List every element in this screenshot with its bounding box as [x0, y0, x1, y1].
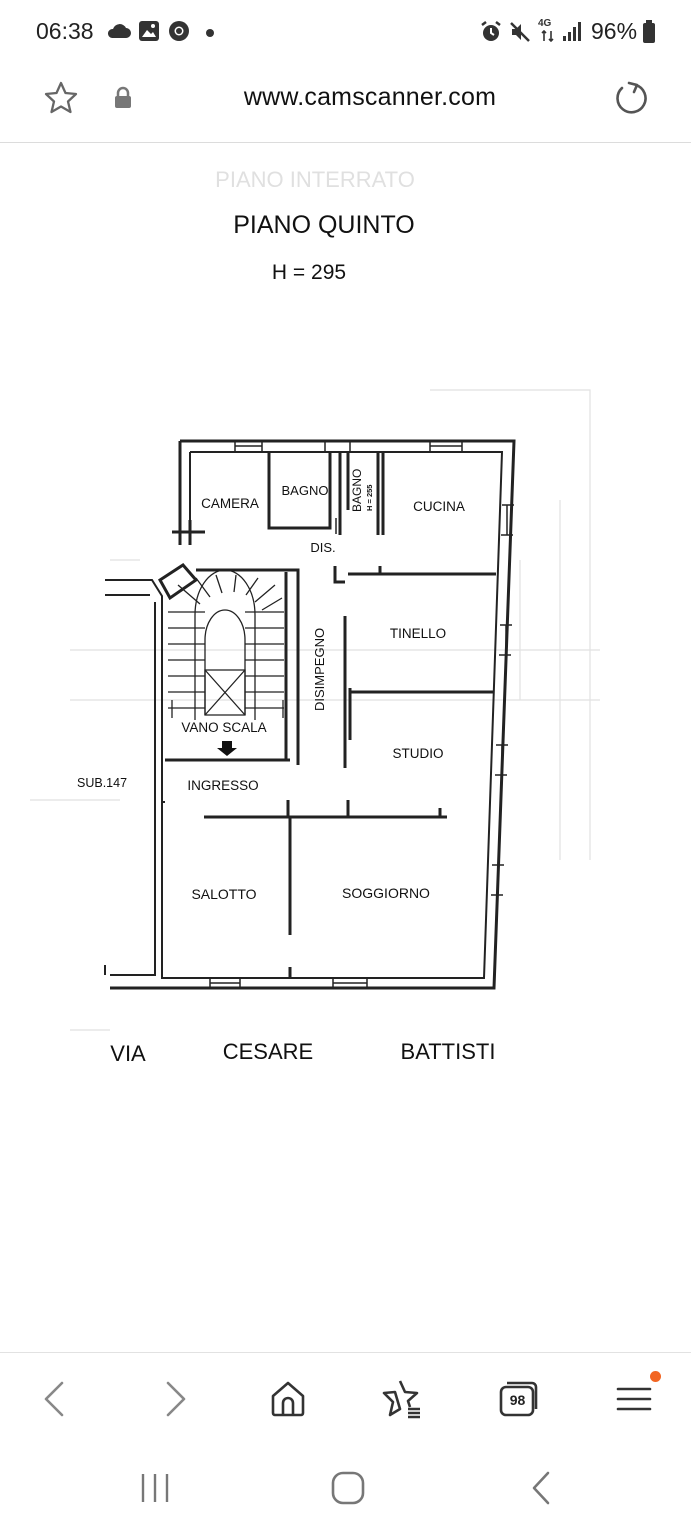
network-icon: 4G	[538, 18, 558, 44]
floor-plan: PIANO INTERRATO PIANO QUINTO H = 295	[30, 167, 600, 1066]
faded-title: PIANO INTERRATO	[215, 167, 415, 192]
home-icon[interactable]	[264, 1375, 312, 1423]
room-studio: STUDIO	[392, 746, 443, 761]
room-ingresso: INGRESSO	[187, 778, 258, 793]
room-disimpegno: DISIMPEGNO	[312, 628, 327, 711]
star-icon[interactable]	[42, 80, 80, 116]
lock-icon[interactable]	[112, 86, 134, 110]
reload-icon[interactable]	[610, 78, 650, 118]
status-bar: 06:38 4G 96%	[0, 0, 691, 66]
plan-title: PIANO QUINTO	[233, 211, 415, 239]
cloud-icon	[107, 24, 131, 38]
plan-height: H = 295	[272, 261, 346, 284]
street-word-3: BATTISTI	[401, 1039, 496, 1064]
recents-icon[interactable]	[134, 1469, 176, 1507]
menu-notification-dot	[650, 1371, 661, 1382]
url-field[interactable]: www.camscanner.com	[243, 83, 497, 111]
dot-icon	[206, 29, 214, 37]
tabs-icon[interactable]: 98	[494, 1375, 542, 1423]
scanned-document: PIANO INTERRATO PIANO QUINTO H = 295	[0, 143, 691, 1351]
walls	[104, 439, 516, 990]
menu-icon	[616, 1387, 652, 1411]
signal-icon	[563, 22, 581, 41]
windows	[209, 441, 514, 988]
chrome-icon	[169, 21, 189, 41]
room-dis: DIS.	[310, 540, 335, 555]
forward-icon[interactable]	[150, 1375, 198, 1423]
room-camera: CAMERA	[201, 496, 259, 511]
mute-icon	[510, 22, 530, 42]
battery-icon	[643, 20, 655, 43]
sub-label: SUB.147	[77, 776, 127, 790]
home-pill-icon[interactable]	[326, 1468, 370, 1508]
browser-toolbar: 98	[0, 1352, 691, 1445]
room-bagno-2: BAGNO	[350, 469, 364, 512]
room-vano-scala: VANO SCALA	[181, 720, 266, 735]
address-bar: www.camscanner.com	[0, 66, 691, 143]
menu-button[interactable]	[610, 1371, 661, 1423]
room-bagno-2-height: H = 255	[365, 485, 374, 511]
bookmark-star-icon[interactable]	[378, 1375, 426, 1423]
alarm-icon	[481, 21, 501, 41]
entry-arrow	[217, 741, 237, 756]
network-type: 4G	[538, 18, 552, 29]
room-soggiorno: SOGGIORNO	[342, 885, 430, 901]
system-back-icon[interactable]	[522, 1468, 562, 1508]
battery-percent: 96%	[591, 18, 638, 44]
gallery-icon	[139, 21, 159, 41]
street-word-1: VIA	[110, 1041, 146, 1066]
scan-ghost-lines	[30, 389, 600, 1031]
room-tinello: TINELLO	[390, 626, 446, 641]
system-nav-bar	[0, 1444, 691, 1536]
status-time: 06:38	[36, 18, 94, 44]
room-salotto: SALOTTO	[191, 886, 256, 902]
tab-count: 98	[509, 1392, 526, 1408]
back-icon[interactable]	[32, 1375, 80, 1423]
room-cucina: CUCINA	[413, 499, 465, 514]
staircase	[168, 569, 284, 720]
room-bagno-1: BAGNO	[282, 483, 329, 498]
street-word-2: CESARE	[223, 1039, 313, 1064]
